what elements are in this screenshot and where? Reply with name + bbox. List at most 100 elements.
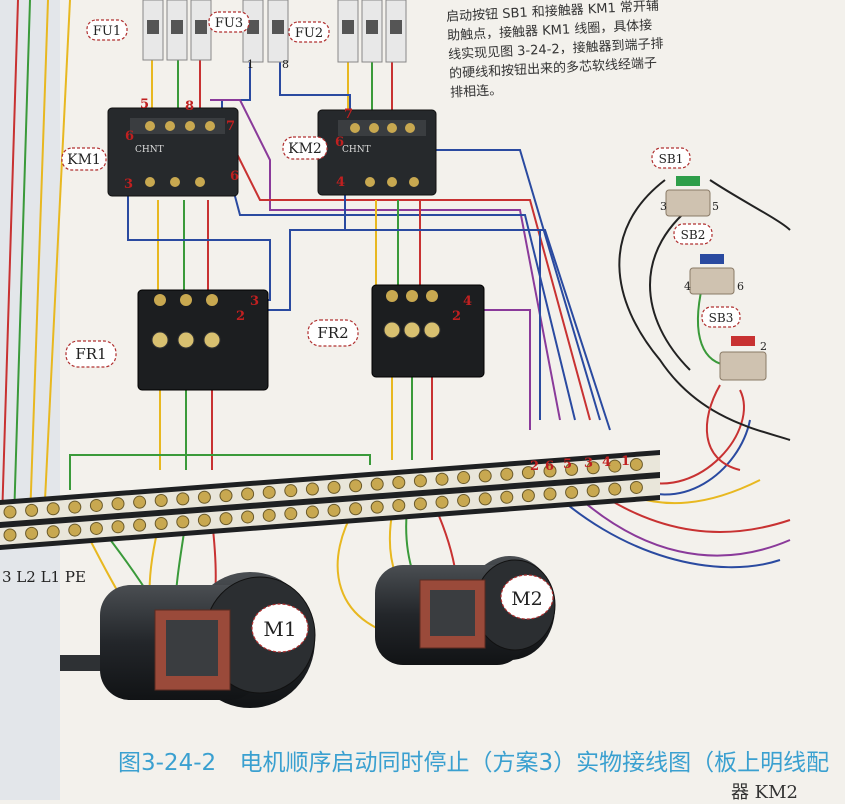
fr1-label: FR1 — [75, 345, 106, 363]
label-m1: M1 — [251, 603, 309, 653]
terminal-wire-3: 3 — [584, 456, 593, 471]
sb1-pin-3: 3 — [660, 200, 667, 213]
terminal-screw — [370, 500, 384, 514]
button-cables — [539, 179, 791, 569]
terminal-screw — [219, 489, 233, 503]
terminal-line-labels: 3 L2 L1 PE — [2, 568, 86, 586]
terminal-screw — [111, 497, 125, 511]
km2-wire-6: 6 — [335, 135, 344, 150]
km1-wire-8: 8 — [185, 99, 194, 114]
terminal-screw — [435, 495, 449, 509]
wiring-diagram-page: CHNT CHNT — [0, 0, 829, 803]
m1-label: M1 — [263, 617, 296, 641]
button-sb3 — [719, 336, 767, 381]
wires-mid — [127, 190, 611, 431]
label-fu2: FU2 — [288, 21, 330, 43]
terminal-screw — [89, 498, 103, 512]
terminal-screw — [608, 459, 622, 473]
terminal-screw — [262, 485, 276, 499]
km1-wire-5: 5 — [140, 97, 149, 112]
fu1-label: FU1 — [93, 24, 121, 39]
terminal-screw — [586, 484, 600, 498]
terminal-screw — [327, 503, 341, 517]
terminal-wire-5: 5 — [563, 457, 572, 472]
label-km2: KM2 — [282, 136, 328, 160]
fr2-label: FR2 — [317, 324, 348, 342]
sb1-pin-5: 5 — [712, 200, 719, 213]
thermal-relay-fr1 — [137, 289, 269, 391]
km2-wire-7: 7 — [344, 107, 353, 122]
terminal-screw — [133, 495, 147, 509]
fuse-fu3 — [242, 0, 289, 63]
thermal-relay-fr2 — [371, 284, 485, 378]
terminal-screw — [586, 461, 600, 475]
terminal-screw — [176, 492, 190, 506]
terminal-screw — [197, 490, 211, 504]
terminal-screw — [305, 482, 319, 496]
terminal-screw — [565, 485, 579, 499]
fu3-pin-8: 8 — [282, 58, 289, 71]
sb3-pin-2: 2 — [760, 340, 767, 353]
fu3-pin-1: 1 — [247, 58, 254, 71]
terminal-screw — [241, 487, 255, 501]
motor-m1 — [60, 572, 316, 708]
terminal-wire-6: 6 — [545, 459, 554, 474]
terminal-screw — [500, 467, 514, 481]
terminal-screw — [262, 508, 276, 522]
km1-brand: CHNT — [135, 145, 164, 155]
terminal-screw — [305, 505, 319, 519]
terminal-screws — [3, 457, 643, 542]
terminal-screw — [327, 480, 341, 494]
terminal-screw — [370, 477, 384, 491]
terminal-screw — [219, 512, 233, 526]
terminal-screw — [241, 510, 255, 524]
km2-wire-4: 4 — [336, 175, 345, 190]
terminal-screw — [457, 471, 471, 485]
terminal-screw — [629, 457, 643, 471]
bottom-text-fragment: 器 KM2 — [730, 782, 798, 803]
terminal-screw — [608, 482, 622, 496]
terminal-screw — [3, 505, 17, 519]
figure-number: 图3-24-2 — [118, 750, 217, 776]
terminal-screw — [565, 462, 579, 476]
terminal-screw — [89, 521, 103, 535]
figure-caption: 图3-24-2 电机顺序启动同时停止（方案3）实物接线图（板上明线配 — [118, 743, 829, 777]
label-sb3: SB3 — [701, 306, 741, 328]
label-sb1: SB1 — [651, 147, 691, 169]
fr1-wire-2: 2 — [236, 309, 245, 324]
terminal-screw — [46, 525, 60, 539]
terminal-screw — [68, 500, 82, 514]
terminal-screw — [413, 474, 427, 488]
label-fr1: FR1 — [65, 340, 117, 368]
terminal-wire-4: 4 — [602, 455, 611, 470]
terminal-screw — [154, 517, 168, 531]
sb2-label: SB2 — [681, 228, 706, 242]
km1-label: KM1 — [67, 152, 101, 168]
terminal-wire-2: 2 — [530, 459, 539, 474]
wire-numbers: 5 8 6 7 3 6 7 6 4 2 3 2 4 2 6 5 3 4 1 — [124, 97, 630, 474]
terminal-screw — [68, 523, 82, 537]
fr2-wire-4: 4 — [463, 294, 472, 309]
terminal-screw — [392, 498, 406, 512]
terminal-screw — [284, 507, 298, 521]
terminal-screw — [176, 515, 190, 529]
sb3-label: SB3 — [709, 311, 734, 325]
terminal-screw — [521, 489, 535, 503]
sb1-label: SB1 — [659, 152, 684, 166]
terminal-screw — [111, 520, 125, 534]
terminal-screw — [521, 466, 535, 480]
terminal-screw — [413, 497, 427, 511]
terminal-screw — [25, 503, 39, 517]
km1-wire-7: 7 — [226, 119, 235, 134]
km1-wire-6: 6 — [125, 129, 134, 144]
contactor-km2: CHNT — [317, 109, 437, 196]
terminal-screw — [478, 469, 492, 483]
km2-brand: CHNT — [342, 145, 371, 155]
m2-label: M2 — [511, 588, 543, 610]
button-sb1 — [665, 176, 711, 217]
label-km1: KM1 — [61, 147, 107, 171]
wiring-diagram: CHNT CHNT — [0, 0, 791, 800]
terminal-screw — [392, 475, 406, 489]
terminal-screw — [3, 528, 17, 542]
button-terminal-numbers: 3 5 4 6 2 — [660, 200, 767, 353]
